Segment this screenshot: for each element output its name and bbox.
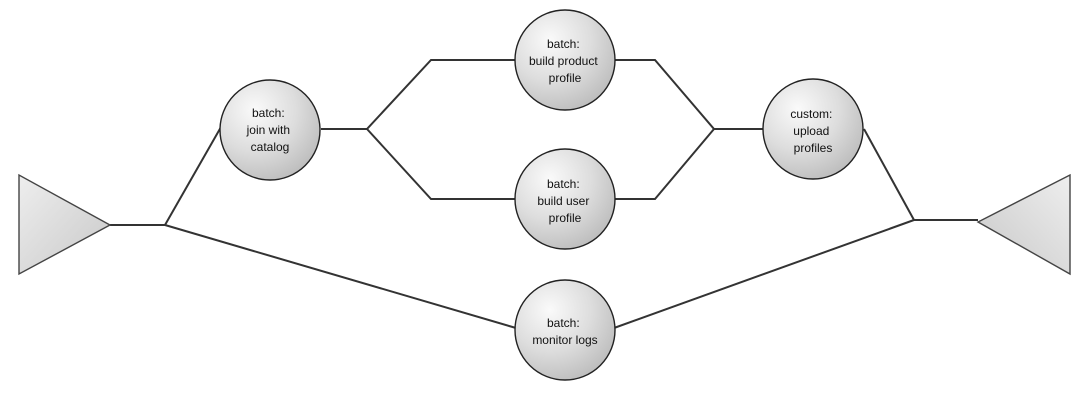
sink-triangle-icon xyxy=(976,173,1071,276)
node-upload-profiles[interactable]: custom: upload profiles xyxy=(762,78,864,180)
edge-user-to-merge xyxy=(614,128,715,200)
node-monitor-logs[interactable]: batch: monitor logs xyxy=(514,279,616,381)
edge-monitor-to-sink xyxy=(613,219,915,329)
node-join-with-catalog[interactable]: batch: join with catalog xyxy=(219,79,321,181)
edge-join-to-product xyxy=(366,59,516,130)
node-label: batch: monitor logs xyxy=(532,316,597,347)
node-label: batch: build product profile xyxy=(529,37,601,85)
edge-join-to-user xyxy=(366,128,516,200)
node-label: custom: upload profiles xyxy=(790,107,835,155)
edge-source-to-monitor xyxy=(164,224,517,329)
source-triangle-icon xyxy=(18,173,112,276)
edge-product-to-merge xyxy=(614,59,715,130)
edge-upload-to-sink xyxy=(863,128,915,221)
node-label: batch: build user profile xyxy=(537,177,592,225)
edge-source-to-join xyxy=(164,126,222,226)
node-build-user-profile[interactable]: batch: build user profile xyxy=(514,148,616,250)
node-build-product-profile[interactable]: batch: build product profile xyxy=(514,9,616,111)
node-label: batch: join with catalog xyxy=(246,106,294,154)
edges xyxy=(110,59,978,329)
